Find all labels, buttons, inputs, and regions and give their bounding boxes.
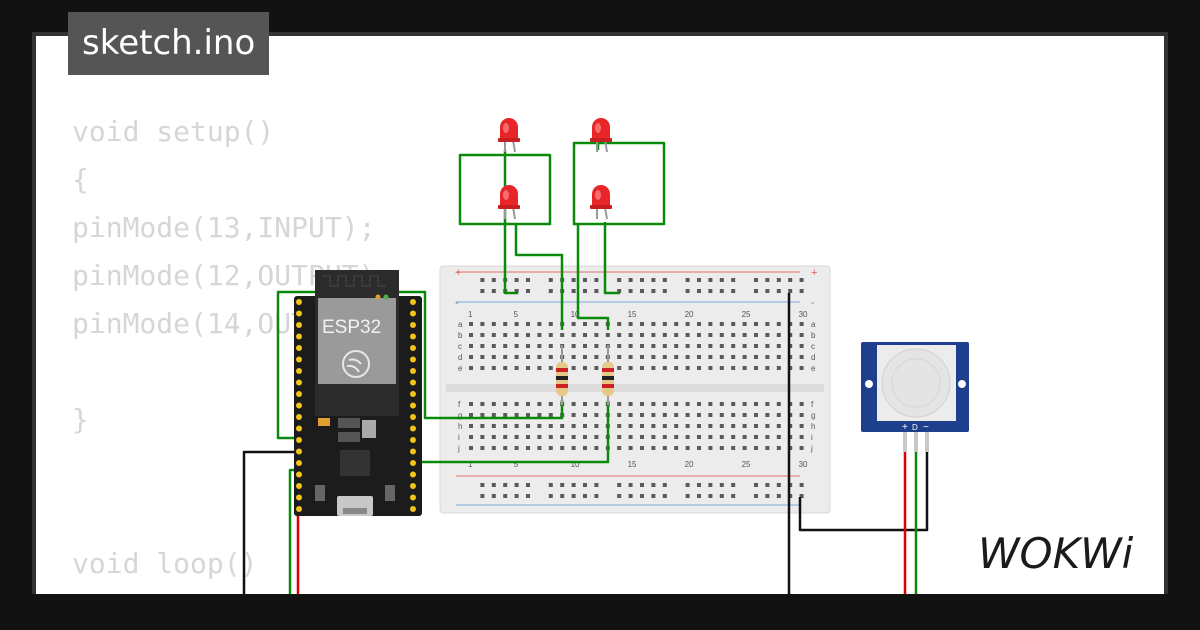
resistor (556, 345, 568, 405)
svg-text:-: - (811, 297, 815, 309)
resistor (602, 345, 614, 405)
bb-column-number: 15 (628, 310, 637, 319)
wire-green-led-pair-2 (572, 141, 666, 226)
wire-green-led4-bb (603, 222, 620, 295)
bb-column-number: 10 (571, 310, 580, 319)
bb-row-letter: h (458, 422, 462, 431)
bb-row-letter: a (458, 320, 463, 329)
bb-column-number: 25 (742, 310, 751, 319)
bb-column-number: 5 (514, 310, 519, 319)
bb-column-number: 1 (468, 310, 473, 319)
bb-row-letter: c (458, 342, 462, 351)
svg-text:+: + (455, 267, 461, 279)
wire-green-esp-left-loop (276, 290, 298, 440)
code-line: void setup() (72, 115, 275, 148)
pir-sensor: + D − (861, 342, 969, 452)
svg-text:+: + (811, 267, 817, 279)
pir-pin-gnd-label: − (923, 422, 929, 433)
bb-row-letter: b (458, 331, 463, 340)
bb-column-number: 30 (799, 310, 808, 319)
bb-row-letter: i (458, 433, 460, 442)
svg-text:-: - (455, 297, 459, 309)
red-led (498, 185, 520, 220)
wokwi-logo: WOKWi (978, 529, 1134, 578)
svg-text:WOKWi: WOKWi (978, 529, 1134, 578)
bb-row-letter: d (458, 353, 462, 362)
bb-row-letter: f (458, 400, 461, 409)
code-line: pinMode(13,INPUT); (72, 211, 376, 244)
wire-green-led4b-bb (576, 225, 610, 330)
wire-black-esp-gnd (242, 450, 298, 600)
bb-row-letter: f (811, 400, 814, 409)
file-tab-label: sketch.ino (82, 23, 256, 63)
bb-row-letter: a (811, 320, 816, 329)
bb-column-number: 15 (628, 460, 637, 469)
bottom-bar (0, 594, 1200, 630)
bb-row-letter: j (810, 444, 813, 453)
bb-row-letter: e (811, 364, 816, 373)
bb-row-letter: h (811, 422, 815, 431)
wire-black-bb-pir (798, 450, 929, 532)
pir-pin-vcc-label: + (902, 422, 908, 433)
code-line: void loop() (72, 547, 258, 580)
bb-row-letter: d (811, 353, 815, 362)
bb-row-letter: c (811, 342, 815, 351)
bb-column-number: 20 (685, 310, 694, 319)
pir-pin-data-label: D (912, 423, 918, 432)
bb-row-letter: g (458, 411, 462, 420)
espressif-logo-icon (342, 350, 370, 378)
bb-row-letter: g (811, 411, 815, 420)
bb-column-number: 5 (514, 460, 519, 469)
wire-green-led2-bb (514, 225, 564, 330)
file-tab[interactable]: sketch.ino (68, 12, 270, 75)
red-led (590, 185, 612, 220)
code-line: { (72, 163, 89, 196)
bb-row-letter: j (457, 444, 460, 453)
red-led (590, 118, 612, 153)
bb-column-number: 25 (742, 460, 751, 469)
bb-column-number: 1 (468, 460, 473, 469)
bb-row-letter: e (458, 364, 463, 373)
red-led (498, 118, 520, 153)
led-group (498, 118, 612, 220)
bb-column-number: 20 (685, 460, 694, 469)
bb-column-number: 10 (571, 460, 580, 469)
code-line: } (72, 403, 89, 436)
bb-row-letter: i (811, 433, 813, 442)
esp32-label: ESP32 (322, 317, 381, 338)
wire-green-led-pair-1 (458, 153, 552, 226)
esp32-board: ESP32 (294, 270, 422, 516)
bb-column-number: 30 (799, 460, 808, 469)
bb-row-letter: b (811, 331, 816, 340)
